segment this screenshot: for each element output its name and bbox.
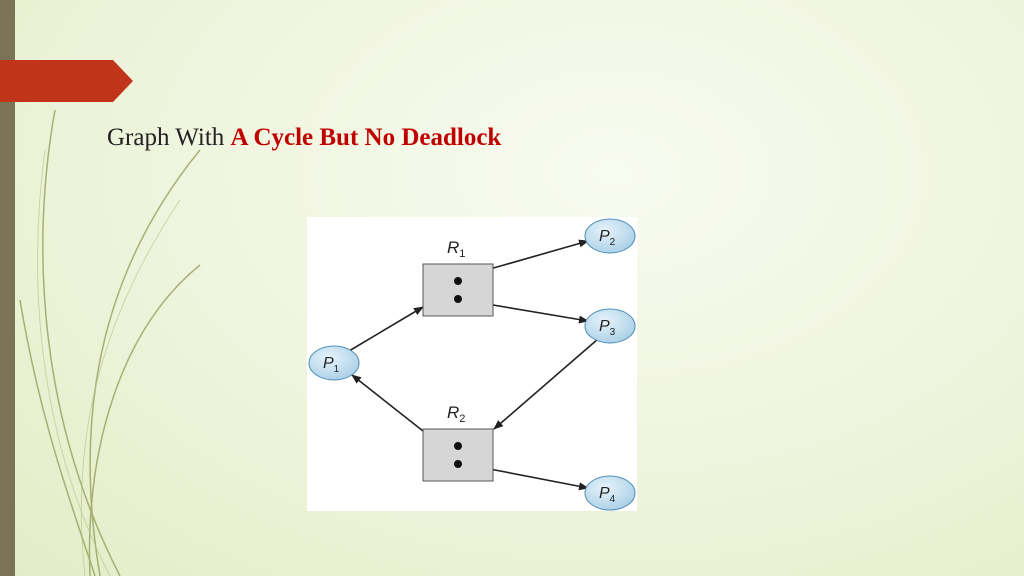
- resource-r2-instance: [454, 460, 462, 468]
- process-p3-label: P3: [599, 318, 616, 338]
- accent-tab-shape: [0, 60, 133, 102]
- process-p2: P2: [584, 218, 636, 254]
- slide-title: Graph With A Cycle But No Deadlock: [107, 124, 501, 152]
- resource-r2-box: [422, 428, 494, 482]
- accent-tab: [0, 60, 133, 102]
- process-p1-node: [308, 345, 360, 381]
- process-p2-subscript: 2: [610, 237, 616, 248]
- process-p3: P3: [584, 308, 636, 344]
- process-p2-node: [584, 218, 636, 254]
- process-p1: P1: [308, 345, 360, 381]
- edge-r2-to-p1: [351, 374, 424, 432]
- resource-r2-subscript: 2: [459, 413, 465, 425]
- process-p3-subscript: 3: [610, 327, 616, 338]
- resource-r1-label: R1: [447, 238, 465, 260]
- slide-left-bar: [0, 0, 15, 576]
- process-p4: P4: [584, 475, 636, 511]
- resource-r2-label: R2: [447, 403, 465, 425]
- resource-r1-subscript: 1: [459, 248, 465, 260]
- resource-r1-box: [422, 263, 494, 317]
- resource-r2-instance: [454, 442, 462, 450]
- title-plain-text: Graph With: [107, 124, 225, 151]
- resource-r1-instance: [454, 277, 462, 285]
- decorative-leaf-lines: [19, 109, 201, 576]
- resource-r1: R1: [422, 238, 494, 317]
- edge-p1-to-r1: [348, 306, 424, 352]
- process-p1-label: P1: [323, 355, 340, 375]
- process-p4-label: P4: [599, 485, 616, 505]
- title-highlight-text: A Cycle But No Deadlock: [230, 124, 502, 151]
- process-p4-subscript: 4: [610, 494, 616, 505]
- process-p1-subscript: 1: [334, 364, 340, 375]
- process-p2-label: P2: [599, 228, 616, 248]
- resource-r2: R2: [422, 403, 494, 482]
- resource-r1-instance: [454, 295, 462, 303]
- edge-p3-to-r2: [493, 338, 599, 430]
- process-p4-node: [584, 475, 636, 511]
- resource-allocation-graph: R1 R2 P1 P2 P3 P4: [307, 217, 637, 511]
- process-p3-node: [584, 308, 636, 344]
